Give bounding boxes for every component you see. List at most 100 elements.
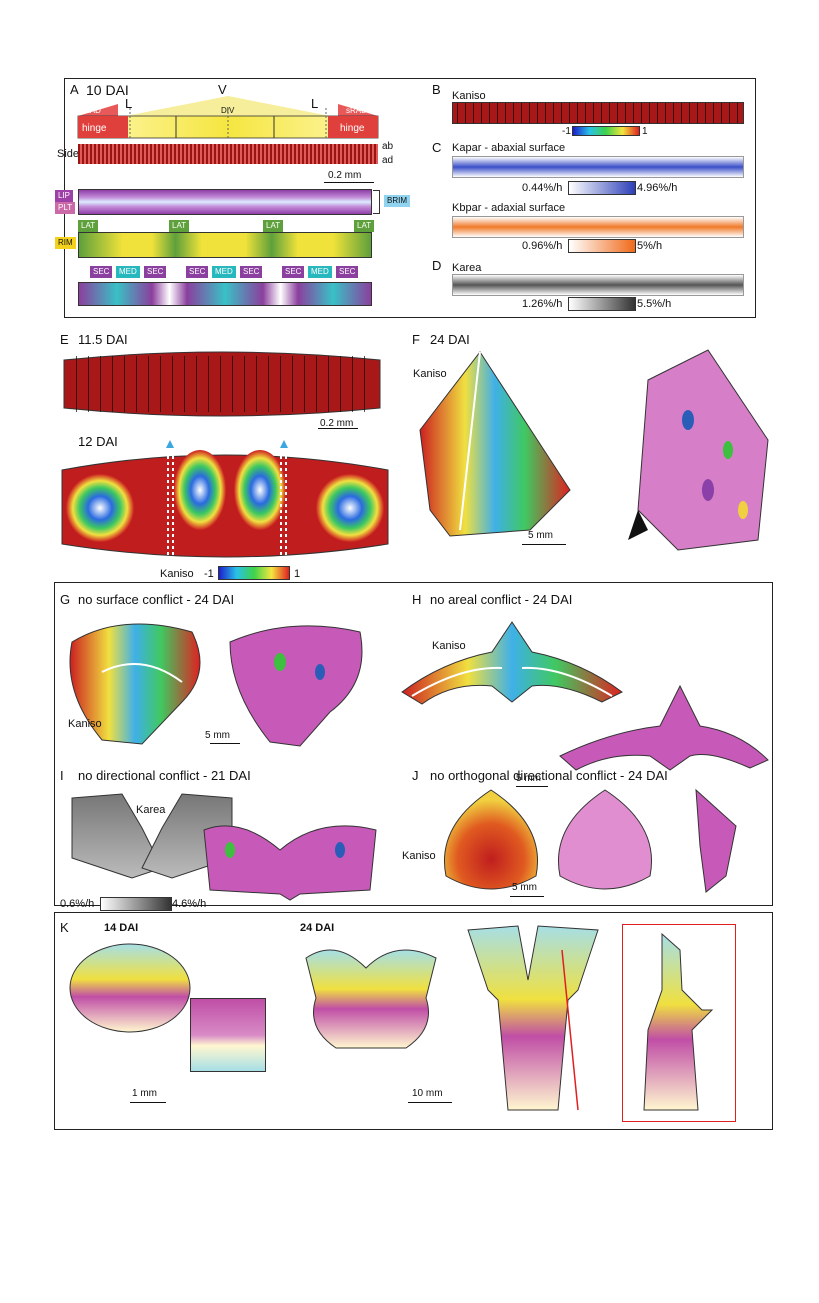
sec-tag-3: SEC xyxy=(186,266,208,278)
panel-i-letter: I xyxy=(60,768,64,783)
j-scale-label: 5 mm xyxy=(512,882,537,893)
flower-14-dai-inset xyxy=(190,998,266,1072)
no-surface-conflict-kaniso xyxy=(62,612,212,752)
panel-k-title2: 24 DAI xyxy=(300,922,334,934)
karea-colorbar-i xyxy=(100,897,172,911)
sec-tag-5: SEC xyxy=(282,266,304,278)
panel-a-top-diagram xyxy=(78,96,378,140)
rim-tag: RIM xyxy=(55,237,76,249)
panel-h-letter: H xyxy=(412,592,421,607)
lip-plt-bar xyxy=(78,189,372,215)
brim-bracket xyxy=(373,190,380,214)
panel-g-letter: G xyxy=(60,592,70,607)
j-scale-bar xyxy=(510,896,544,897)
k-scale-bar-1 xyxy=(130,1102,166,1103)
k-scale-label-2: 10 mm xyxy=(412,1088,443,1099)
side-label: Side xyxy=(57,148,79,160)
panel-e-title1: 11.5 DAI xyxy=(78,332,128,347)
med-tag-2: MED xyxy=(212,266,236,278)
kbpar-colorbar xyxy=(568,239,636,253)
panel-e-title2: 12 DAI xyxy=(78,434,118,449)
kbpar-min: 0.96%/h xyxy=(522,240,562,252)
no-orthogonal-conflict-cells xyxy=(550,786,660,896)
k-scale-label-1: 1 mm xyxy=(132,1088,157,1099)
no-areal-conflict-cells xyxy=(560,676,770,772)
kaniso-min-e: -1 xyxy=(204,568,214,580)
sec-tag-6: SEC xyxy=(336,266,358,278)
panel-c-letter: C xyxy=(432,140,441,155)
lat-tag-3: LAT xyxy=(263,220,283,232)
karea-min-i: 0.6%/h xyxy=(60,898,94,910)
l-left-label: L xyxy=(125,96,132,111)
rim-bar xyxy=(78,232,372,258)
kaniso-max-e: 1 xyxy=(294,568,300,580)
kapar-max: 4.96%/h xyxy=(637,182,677,194)
panel-k-letter: K xyxy=(60,920,69,935)
flower-24-dai-cells xyxy=(618,340,778,560)
petal-12-dai xyxy=(60,450,390,560)
panel-a-letter: A xyxy=(70,82,79,97)
lat-tag-1: LAT xyxy=(78,220,98,232)
e-scale-label: 0.2 mm xyxy=(320,418,353,429)
sec-med-bar xyxy=(78,282,372,306)
panel-k-title1: 14 DAI xyxy=(104,922,138,934)
kbpar-title: Kbpar - adaxial surface xyxy=(452,202,565,214)
med-tag-3: MED xyxy=(308,266,332,278)
panel-g-kaniso: Kaniso xyxy=(68,718,102,730)
v-label: V xyxy=(218,82,227,97)
k-scale-bar-2 xyxy=(408,1102,452,1103)
no-directional-conflict-cells xyxy=(200,820,380,900)
kaniso-max-b: 1 xyxy=(642,126,648,137)
kapar-title: Kapar - abaxial surface xyxy=(452,142,565,154)
sec-tag-1: SEC xyxy=(90,266,112,278)
med-tag-1: MED xyxy=(116,266,140,278)
sec-tag-2: SEC xyxy=(144,266,166,278)
hinge-left-label: hinge xyxy=(82,123,106,134)
panel-b-title: Kaniso xyxy=(452,90,486,102)
srad-right-label: sRAD xyxy=(346,106,367,115)
kaniso-legend-e: Kaniso xyxy=(160,568,194,580)
karea-max: 5.5%/h xyxy=(637,298,671,310)
ab-label: ab xyxy=(382,141,393,152)
kaniso-colorbar-b xyxy=(572,126,640,136)
lat-tag-2: LAT xyxy=(169,220,189,232)
lip-tag: LIP xyxy=(55,190,73,202)
flower-24-dai-kaniso xyxy=(410,340,580,540)
karea-colorbar xyxy=(568,297,636,311)
panel-i-karea: Karea xyxy=(136,804,165,816)
panel-j-letter: J xyxy=(412,768,419,783)
f-scale-label: 5 mm xyxy=(528,530,553,541)
plt-tag: PLT xyxy=(55,202,75,214)
panel-h-title: no areal conflict - 24 DAI xyxy=(430,592,572,607)
kaniso-min-b: -1 xyxy=(562,126,571,137)
div-label: DIV xyxy=(221,106,234,115)
kbpar-bar xyxy=(452,216,744,238)
kapar-min: 0.44%/h xyxy=(522,182,562,194)
panel-i-title: no directional conflict - 21 DAI xyxy=(78,768,251,783)
panel-b-letter: B xyxy=(432,82,441,97)
panel-j-kaniso: Kaniso xyxy=(402,850,436,862)
side-scale-label: 0.2 mm xyxy=(328,170,361,181)
f-scale-bar xyxy=(522,544,566,545)
side-bar xyxy=(78,144,378,164)
panel-g-title: no surface conflict - 24 DAI xyxy=(78,592,234,607)
ad-label: ad xyxy=(382,155,393,166)
srad-left-label: sRAD xyxy=(80,106,101,115)
flower-24-dai-flat xyxy=(296,938,446,1058)
karea-bar xyxy=(452,274,744,296)
no-orthogonal-conflict-side xyxy=(686,786,746,896)
kbpar-max: 5%/h xyxy=(637,240,662,252)
petal-11-5-arrows xyxy=(70,356,374,412)
kaniso-field-bar xyxy=(452,102,744,124)
kaniso-colorbar-e xyxy=(218,566,290,580)
flower-24-dai-tube-front xyxy=(458,920,608,1120)
lat-tag-4: LAT xyxy=(354,220,374,232)
panel-d-letter: D xyxy=(432,258,441,273)
brim-tag: BRIM xyxy=(384,195,410,207)
l-right-label: L xyxy=(311,96,318,111)
sec-tag-4: SEC xyxy=(240,266,262,278)
no-surface-conflict-cells xyxy=(220,612,370,752)
hinge-right-label: hinge xyxy=(340,123,364,134)
panel-j-title: no orthogonal directional conflict - 24 … xyxy=(430,768,668,783)
kapar-bar xyxy=(452,156,744,178)
